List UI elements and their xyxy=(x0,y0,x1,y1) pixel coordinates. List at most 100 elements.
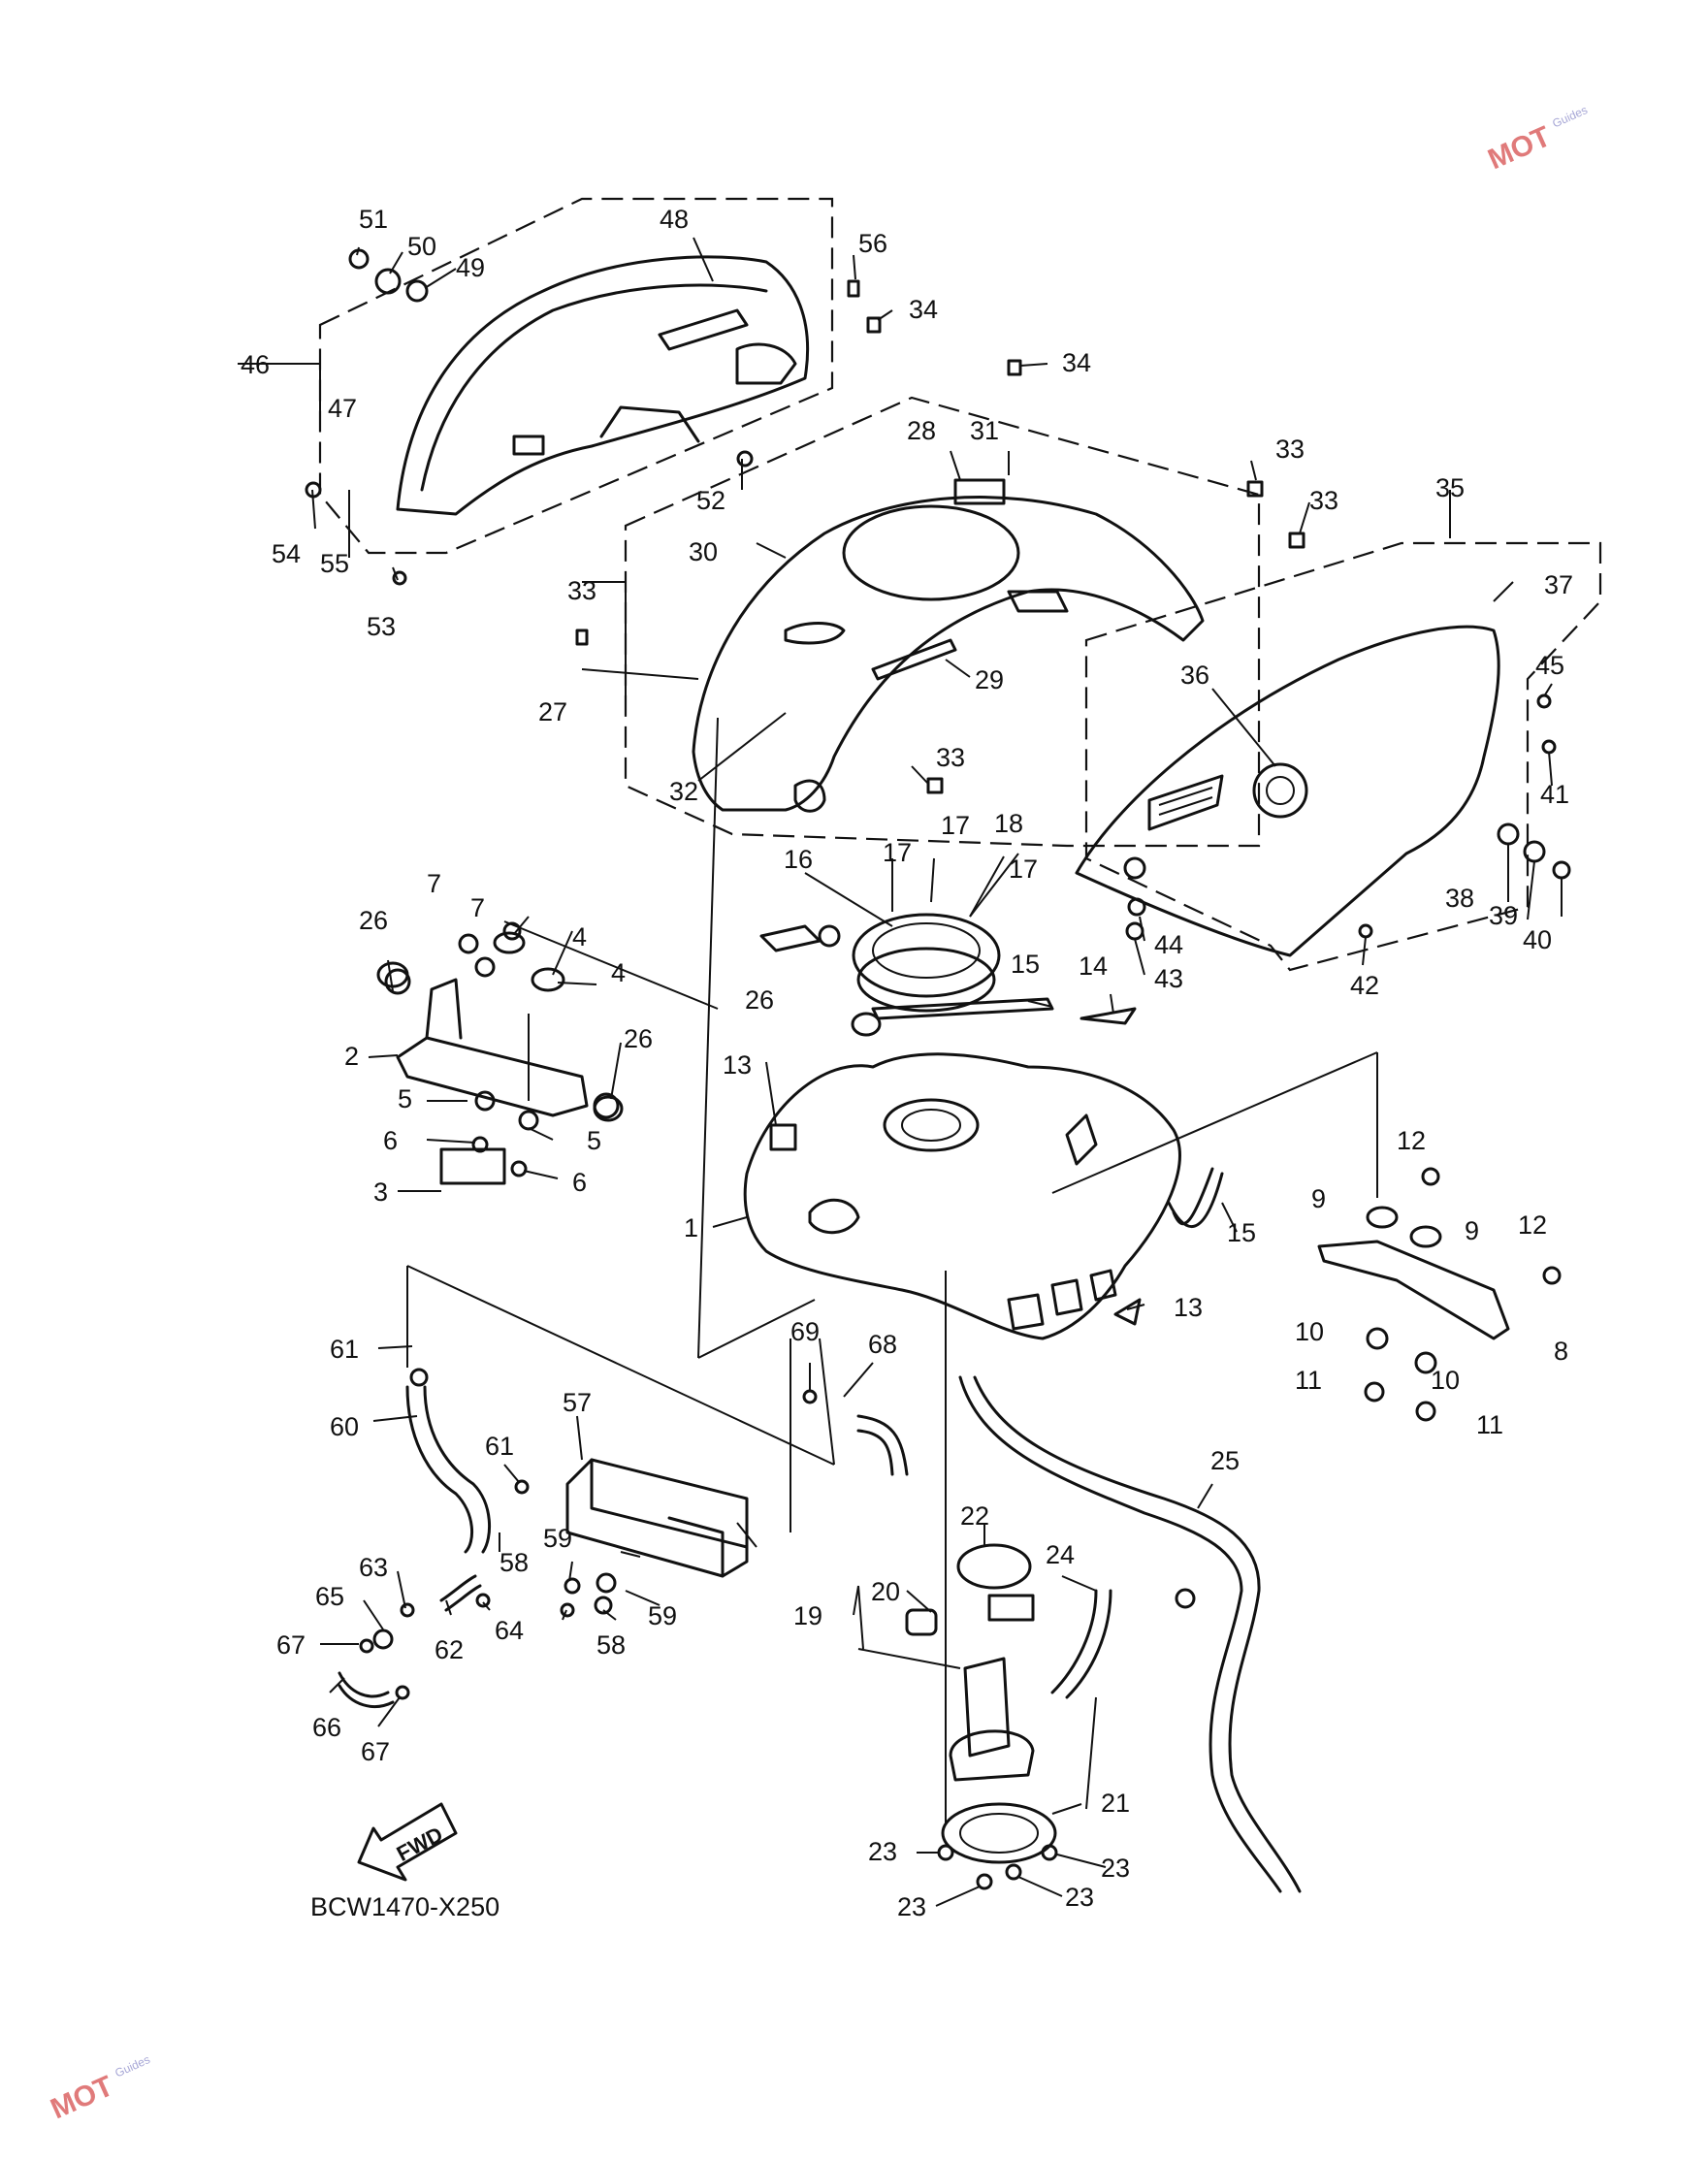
callout-48: 48 xyxy=(660,205,689,234)
callout-66: 66 xyxy=(312,1713,341,1742)
callout-38: 38 xyxy=(1445,884,1474,913)
callout-1: 1 xyxy=(684,1213,698,1242)
callout-31: 31 xyxy=(970,416,999,445)
callout-26c: 26 xyxy=(745,985,774,1015)
canister xyxy=(565,1458,749,1578)
callout-34b: 34 xyxy=(1062,348,1091,377)
callout-59b: 59 xyxy=(648,1601,677,1630)
callout-25: 25 xyxy=(1210,1446,1240,1475)
callout-44: 44 xyxy=(1154,930,1183,959)
callout-63: 63 xyxy=(359,1553,388,1582)
svg-text:MOT: MOT xyxy=(1483,120,1555,176)
callout-61b: 61 xyxy=(485,1432,514,1461)
callout-52: 52 xyxy=(696,486,725,515)
callout-7a: 7 xyxy=(427,869,441,898)
bracket-left xyxy=(384,968,620,1185)
callout-5b: 5 xyxy=(587,1126,601,1155)
callout-41: 41 xyxy=(1540,780,1569,809)
callout-17b: 17 xyxy=(941,811,970,840)
callout-23d: 23 xyxy=(1065,1883,1094,1912)
callout-67a: 67 xyxy=(276,1630,306,1660)
svg-text:MOT: MOT xyxy=(46,2070,117,2125)
side-cover xyxy=(1075,625,1500,957)
callout-65: 65 xyxy=(315,1582,344,1611)
fuel-tank xyxy=(743,1052,1181,1340)
callout-6a: 6 xyxy=(383,1126,398,1155)
svg-text:Guides: Guides xyxy=(113,2052,151,2080)
callout-15a: 15 xyxy=(1011,950,1040,979)
callout-19: 19 xyxy=(793,1601,822,1630)
callout-43: 43 xyxy=(1154,964,1183,993)
callout-8: 8 xyxy=(1554,1337,1568,1366)
callout-36: 36 xyxy=(1180,661,1209,690)
diagram-code: BCW1470-X250 xyxy=(310,1892,500,1921)
callout-46: 46 xyxy=(241,350,270,379)
callout-16: 16 xyxy=(784,845,813,874)
callout-17a: 17 xyxy=(883,838,912,867)
callout-9a: 9 xyxy=(1311,1184,1326,1213)
callout-2: 2 xyxy=(344,1042,359,1071)
callout-50: 50 xyxy=(407,232,436,261)
callout-55: 55 xyxy=(320,549,349,578)
callout-20: 20 xyxy=(871,1577,900,1606)
callout-14: 14 xyxy=(1079,951,1108,981)
tank-cover xyxy=(692,478,1205,813)
callout-7b: 7 xyxy=(470,893,485,922)
callout-10a: 10 xyxy=(1295,1317,1324,1346)
upper-cover xyxy=(396,255,810,516)
callout-12b: 12 xyxy=(1518,1210,1547,1240)
callout-18: 18 xyxy=(994,809,1023,838)
callout-4b: 4 xyxy=(611,958,626,987)
callout-32: 32 xyxy=(669,777,698,806)
callout-30: 30 xyxy=(689,537,718,566)
callout-12a: 12 xyxy=(1397,1126,1426,1155)
callout-39: 39 xyxy=(1489,901,1518,930)
callout-33b: 33 xyxy=(936,743,965,772)
callout-29: 29 xyxy=(975,665,1004,694)
callout-4a: 4 xyxy=(572,922,587,951)
callout-67b: 67 xyxy=(361,1737,390,1766)
callout-13b: 13 xyxy=(1174,1293,1203,1322)
callout-23c: 23 xyxy=(897,1892,926,1921)
callout-58b: 58 xyxy=(596,1630,626,1660)
callout-33d: 33 xyxy=(1309,486,1338,515)
callout-61a: 61 xyxy=(330,1335,359,1364)
bracket-right xyxy=(1317,1206,1510,1340)
callout-54: 54 xyxy=(272,539,301,568)
callout-59a: 59 xyxy=(543,1524,572,1553)
callout-33c: 33 xyxy=(1275,435,1305,464)
callout-64: 64 xyxy=(495,1616,524,1645)
callout-24: 24 xyxy=(1046,1540,1075,1569)
callout-13a: 13 xyxy=(723,1050,752,1080)
callout-68: 68 xyxy=(868,1330,897,1359)
callout-57: 57 xyxy=(563,1388,592,1417)
callout-69: 69 xyxy=(790,1317,820,1346)
leader-lines xyxy=(238,237,1563,1907)
callout-11a: 11 xyxy=(1295,1366,1322,1395)
callout-51: 51 xyxy=(359,205,388,234)
callout-53: 53 xyxy=(367,612,396,641)
callout-62: 62 xyxy=(435,1635,464,1664)
callout-21: 21 xyxy=(1101,1789,1130,1818)
dashed-group-outlines xyxy=(318,197,1602,972)
callout-26b: 26 xyxy=(624,1024,653,1053)
callout-23a: 23 xyxy=(868,1837,897,1866)
callout-23b: 23 xyxy=(1101,1854,1130,1883)
callout-26a: 26 xyxy=(359,906,388,935)
callout-28: 28 xyxy=(907,416,936,445)
callout-33a: 33 xyxy=(567,576,596,605)
callout-40: 40 xyxy=(1523,925,1552,954)
fuel-pump xyxy=(905,1543,1057,1864)
callout-11b: 11 xyxy=(1476,1410,1503,1439)
fuel-cap xyxy=(759,913,1001,1013)
callout-15b: 15 xyxy=(1227,1218,1256,1247)
callout-17c: 17 xyxy=(1009,855,1038,884)
callout-45: 45 xyxy=(1535,651,1564,680)
callout-3: 3 xyxy=(373,1177,388,1207)
callout-56: 56 xyxy=(858,229,887,258)
callout-10b: 10 xyxy=(1431,1366,1460,1395)
callout-27: 27 xyxy=(538,697,567,726)
hoses xyxy=(338,997,1302,1893)
callout-37: 37 xyxy=(1544,570,1573,599)
